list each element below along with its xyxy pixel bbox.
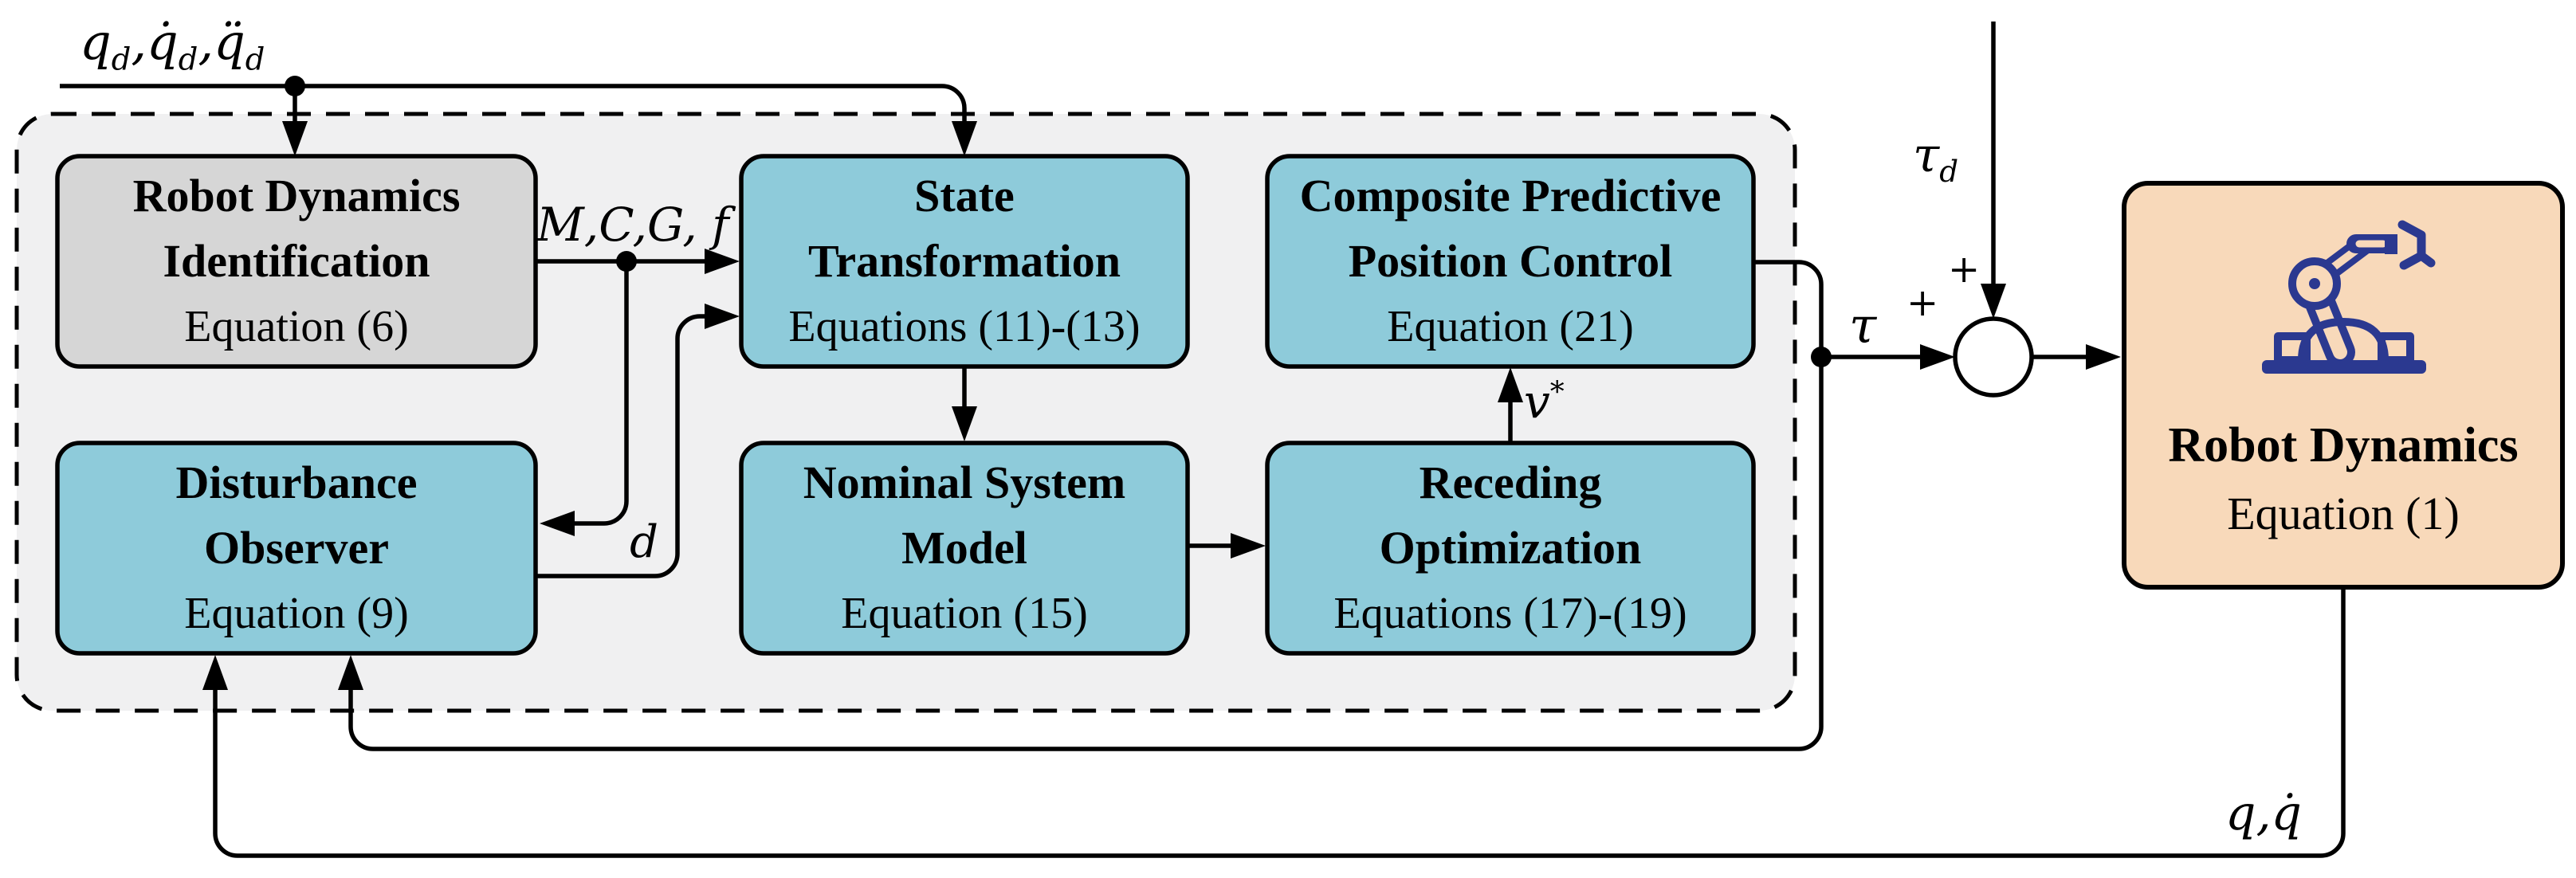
qdotd-sub: d — [178, 41, 198, 78]
junction-dot-mcgf — [616, 251, 637, 272]
robot-gripper-tip — [2417, 251, 2436, 268]
nsm-equation: Equation (15) — [841, 589, 1088, 638]
identified-terms-label: M,C,G, f — [536, 198, 729, 252]
torque-feedback-line — [348, 357, 1824, 751]
vstar-base: v — [1524, 374, 1550, 429]
arrow-into-rdi-top — [282, 121, 308, 156]
summing-junction — [1953, 316, 2034, 398]
mcgf-to-observer-branch — [573, 261, 629, 526]
ro-equation: Equations (17)-(19) — [1333, 589, 1687, 638]
sum-plus-top: + — [1948, 247, 1981, 292]
observer-equation: Equation (9) — [184, 589, 409, 638]
qd-base: q — [80, 13, 112, 71]
rdi-title-line1: Robot Dynamics — [132, 170, 461, 221]
rdi-title-line2: Identification — [163, 235, 430, 287]
cppc-title-line2: Position Control — [1348, 235, 1673, 287]
sum-plus-left: + — [1906, 280, 1939, 325]
taud-base: τ — [1913, 127, 1940, 183]
qddotd-sub: d — [245, 41, 265, 78]
junction-dot-desired — [285, 76, 305, 96]
arrow-into-ro-left — [1231, 533, 1266, 559]
control-torque-label: τ — [1849, 296, 1877, 355]
ro-caption: Receding Optimization Equations (17)-(19… — [1267, 443, 1753, 653]
robot-base-bar — [2262, 360, 2426, 374]
arrow-into-cppc-bottom — [1498, 367, 1523, 402]
taud-sub: d — [1939, 154, 1959, 189]
disturbance-observer-block — [55, 441, 538, 656]
disturbance-estimate-label: d — [630, 516, 658, 568]
arrow-mcgf-into-st — [705, 249, 740, 274]
st-title-line2: Transformation — [807, 235, 1121, 287]
rdi-caption: Robot Dynamics Identification Equation (… — [57, 156, 536, 366]
arrow-d-into-st — [705, 304, 740, 329]
observer-title-line2: Observer — [204, 522, 389, 574]
disturbance-estimate-line — [537, 314, 706, 578]
st-caption: State Transformation Equations (11)-(13) — [741, 156, 1188, 366]
robot-joint-pin — [2309, 278, 2320, 289]
disturbance-torque-label: τd — [1913, 127, 1958, 186]
arrow-into-sum-top — [1981, 284, 2006, 319]
virtual-control-label: v* — [1524, 374, 1565, 429]
desired-trajectory-label: qd,q̇d,q̈d — [80, 13, 265, 75]
robot-gripper-mount — [2385, 234, 2397, 254]
state-feedback-line — [213, 587, 2346, 858]
nsm-title-line1: Nominal System — [803, 457, 1126, 508]
arrow-into-st-top — [952, 121, 977, 156]
st-equation: Equations (11)-(13) — [788, 302, 1141, 351]
rdi-equation: Equation (6) — [184, 302, 409, 351]
junction-dot-torque — [1811, 347, 1832, 367]
plant-caption: Robot Dynamics Equation (1) — [2124, 392, 2562, 567]
arrow-state-into-observer-bottom — [202, 655, 228, 690]
qd-sep1: , — [131, 13, 147, 71]
junction-dots — [285, 76, 1832, 367]
qd-sub: d — [111, 41, 132, 78]
robot-arm-icon — [2262, 220, 2436, 374]
plant-equation: Equation (1) — [2227, 488, 2460, 539]
cppc-caption: Composite Predictive Position Control Eq… — [1267, 156, 1753, 366]
nominal-system-model-block — [739, 441, 1190, 656]
qdotd-base: q̇ — [147, 13, 179, 71]
nsm-caption: Nominal System Model Equation (15) — [741, 443, 1188, 653]
qddotd-base: q̈ — [214, 13, 245, 71]
cppc-output-line — [1753, 260, 1824, 357]
qd-sep2: , — [198, 13, 214, 71]
arrow-into-observer-right — [540, 511, 575, 536]
connector-lines — [60, 22, 2346, 858]
arrow-torque-into-observer-bottom — [338, 655, 363, 690]
desired-trajectory-line — [60, 84, 967, 121]
cppc-title-line1: Composite Predictive — [1299, 170, 1722, 221]
st-title-line1: State — [914, 170, 1015, 221]
observer-title-line1: Disturbance — [175, 457, 418, 508]
ro-title-line2: Optimization — [1379, 522, 1642, 574]
arrow-into-sum-left — [1920, 344, 1955, 370]
robot-gripper-claw — [2397, 220, 2426, 270]
observer-caption: Disturbance Observer Equation (9) — [57, 443, 536, 653]
arrow-into-plant-left — [2086, 344, 2121, 370]
measured-state-label: q,q̇ — [2225, 786, 2302, 841]
plant-title: Robot Dynamics — [2168, 418, 2519, 472]
ro-title-line1: Receding — [1419, 457, 1602, 508]
cppc-equation: Equation (21) — [1387, 302, 1634, 351]
arrowheads — [202, 121, 2121, 690]
vstar-sup: * — [1549, 375, 1565, 409]
nsm-title-line2: Model — [901, 522, 1027, 574]
arrow-into-nsm-top — [952, 406, 977, 441]
